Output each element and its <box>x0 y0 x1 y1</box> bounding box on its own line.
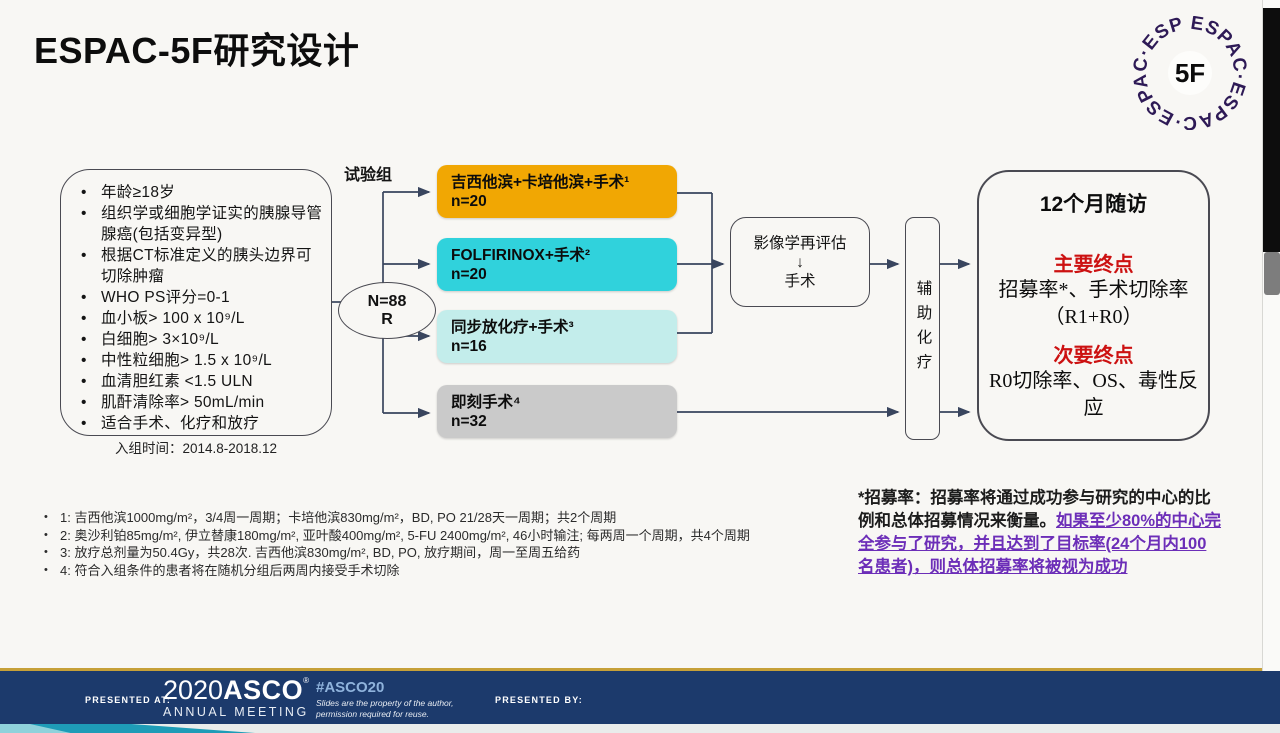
asco-meeting-logo: 2020ASCO® ANNUAL MEETING <box>163 677 309 719</box>
slides-disclaimer: Slides are the property of the author, p… <box>316 698 454 719</box>
presented-by-label: PRESENTED BY: <box>495 695 583 705</box>
followup-box: 12个月随访 主要终点 招募率*、手术切除率（R1+R0） 次要终点 R0切除率… <box>977 170 1210 441</box>
asco-logo-name: ASCO <box>223 675 304 705</box>
arm-gem-cap-surgery: 吉西他滨+卡培他滨+手术¹ n=20 <box>437 165 677 218</box>
eval-line1: 影像学再评估 <box>753 234 847 252</box>
footer-gold-divider <box>0 668 1280 671</box>
asco-logo-year: 2020 <box>163 675 224 705</box>
criteria-item: WHO PS评分=0-1 <box>75 287 323 308</box>
eval-line2: 手术 <box>784 272 816 290</box>
arm-chemoradio-surgery: 同步放化疗+手术³ n=16 <box>437 310 677 363</box>
down-arrow-icon: ↓ <box>796 253 804 271</box>
criteria-item: 年龄≥18岁 <box>75 182 323 203</box>
logo-center-circle <box>1168 51 1212 95</box>
arm-n: n=20 <box>451 265 487 283</box>
bottom-strip <box>0 724 1280 733</box>
criteria-item: 血小板> 100 x 10⁹/L <box>75 308 323 329</box>
randomization-r: R <box>381 310 393 328</box>
arm-n: n=32 <box>451 412 487 430</box>
enrollment-period-label: 入组时间：2014.8-2018.12 <box>114 441 278 456</box>
primary-endpoint-text: 招募率*、手术切除率（R1+R0） <box>998 279 1189 328</box>
criteria-item: 血清胆红素 <1.5 ULN <box>75 371 323 392</box>
footnote-3: 3: 放疗总剂量为50.4Gy，共28次. 吉西他滨830mg/m², BD, … <box>40 544 840 562</box>
criteria-item: 白细胞> 3×10⁹/L <box>75 329 323 350</box>
footnote-4: 4: 符合入组条件的患者将在随机分组后两周内接受手术切除 <box>40 562 840 580</box>
recruitment-rate-note: *招募率：招募率将通过成功参与研究的中心的比例和总体招募情况来衡量。如果至少80… <box>858 487 1222 579</box>
footer-bar: PRESENTED AT: 2020ASCO® ANNUAL MEETING #… <box>0 671 1280 724</box>
secondary-endpoint-label: 次要终点 <box>1053 345 1134 367</box>
scrollbar-thumb[interactable] <box>1264 252 1280 295</box>
experimental-group-label: 试验组 <box>344 167 393 184</box>
scrollbar-track[interactable] <box>1262 0 1280 671</box>
criteria-item: 根据CT标准定义的胰头边界可切除肿瘤 <box>75 245 323 287</box>
adjuvant-chemo-box: 辅助化疗 <box>905 217 940 440</box>
arm-n: n=16 <box>451 337 487 355</box>
eligibility-criteria-box: 年龄≥18岁 组织学或细胞学证实的胰腺导管腺癌(包括变异型) 根据CT标准定义的… <box>60 169 332 436</box>
arm-n: n=20 <box>451 192 487 210</box>
footnote-1: 1: 吉西他滨1000mg/m²，3/4周一周期；卡培他滨830mg/m²，BD… <box>40 509 840 527</box>
footnote-2: 2: 奥沙利铂85mg/m², 伊立替康180mg/m², 亚叶酸400mg/m… <box>40 527 840 545</box>
hashtag-label: #ASCO20 <box>316 679 385 696</box>
asco-logo-subtitle: ANNUAL MEETING <box>163 705 309 719</box>
registered-mark-icon: ® <box>303 676 309 685</box>
arm-name: 吉西他滨+卡培他滨+手术¹ <box>451 173 630 191</box>
criteria-list: 年龄≥18岁 组织学或细胞学证实的胰腺导管腺癌(包括变异型) 根据CT标准定义的… <box>75 182 323 434</box>
presented-at-label: PRESENTED AT: <box>85 695 172 705</box>
followup-title: 12个月随访 <box>1039 193 1148 216</box>
criteria-item: 适合手术、化疗和放疗 <box>75 413 323 434</box>
page-title: ESPAC-5F研究设计 <box>34 30 360 71</box>
arm-name: 同步放化疗+手术³ <box>451 318 574 336</box>
criteria-item: 中性粒细胞> 1.5 x 10⁹/L <box>75 350 323 371</box>
footnotes: 1: 吉西他滨1000mg/m²，3/4周一周期；卡培他滨830mg/m²，BD… <box>40 509 840 579</box>
recruitment-note-definition: *招募率：招募率将通过成功参与研究的中心的比例和总体招募情况来衡量。 <box>858 489 1211 530</box>
disclaimer-line2: permission required for reuse. <box>316 708 429 719</box>
arm-name: 即刻手术⁴ <box>451 393 521 411</box>
espac-5f-logo: ESPAC·ESPAC·ESPAC·ESPAC· 5F <box>1133 16 1247 130</box>
secondary-endpoint-text: R0切除率、OS、毒性反应 <box>989 370 1198 419</box>
adjuvant-label: 辅助化疗 <box>914 279 932 378</box>
primary-endpoint-label: 主要终点 <box>1053 254 1134 276</box>
criteria-item: 肌酐清除率> 50mL/min <box>75 392 323 413</box>
imaging-reevaluation-box: 影像学再评估 ↓ 手术 <box>730 217 870 307</box>
recruitment-note-success-criteria: 如果至少80%的中心完全参与了研究，并且达到了目标率(24个月内100名患者)，… <box>858 512 1222 576</box>
arm-name: FOLFIRINOX+手术² <box>451 246 591 264</box>
criteria-item: 组织学或细胞学证实的胰腺导管腺癌(包括变异型) <box>75 203 323 245</box>
scrollbar-dark-region <box>1263 8 1280 252</box>
logo-center-text: 5F <box>1175 58 1205 88</box>
randomization-oval: N=88 R <box>338 282 436 339</box>
randomization-n: N=88 <box>367 292 407 310</box>
arm-folfirinox-surgery: FOLFIRINOX+手术² n=20 <box>437 238 677 291</box>
teal-wedge-dark <box>30 724 255 733</box>
disclaimer-line1: Slides are the property of the author, <box>316 698 454 708</box>
arm-immediate-surgery: 即刻手术⁴ n=32 <box>437 385 677 438</box>
